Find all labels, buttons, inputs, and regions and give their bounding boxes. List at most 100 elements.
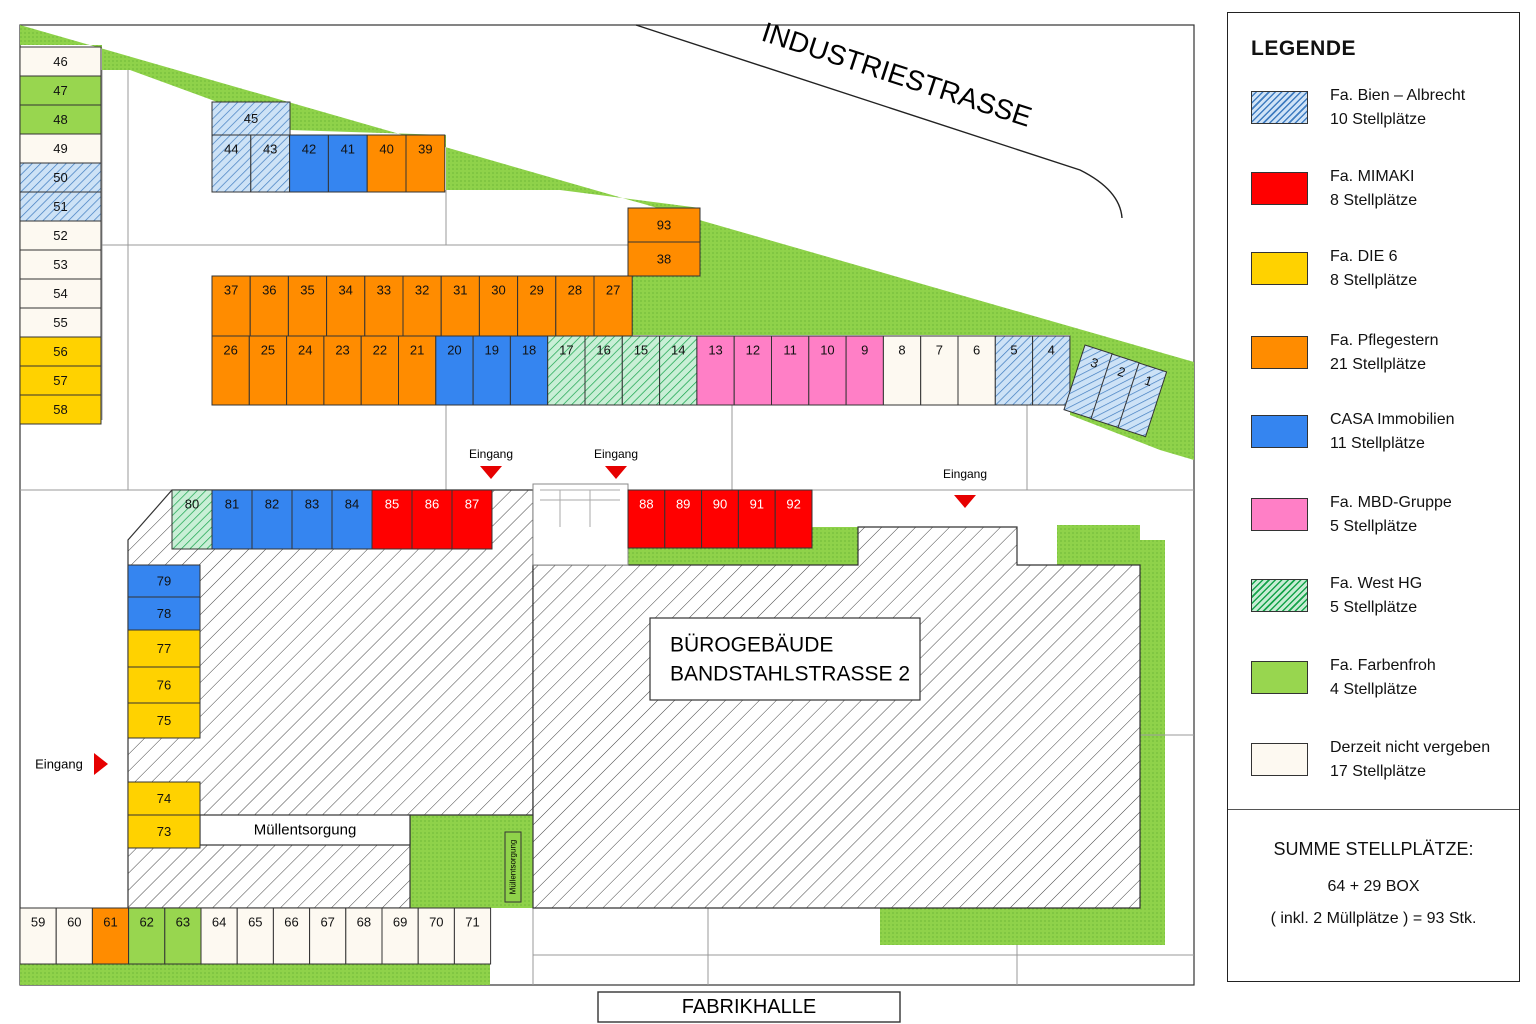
spot-box	[309, 907, 347, 965]
spot-number: 5	[1010, 343, 1017, 358]
parking-spot: 56	[19, 336, 102, 367]
spot-box	[19, 278, 102, 309]
spot-number: 16	[596, 343, 610, 358]
spot-number: 76	[157, 678, 171, 693]
parking-spot: 30	[478, 275, 519, 337]
spot-number: 23	[335, 343, 349, 358]
parking-spot: 54	[19, 278, 102, 309]
spot-box	[164, 907, 202, 965]
parking-spot: 43	[250, 134, 291, 193]
parking-spot: 62	[128, 907, 166, 965]
spot-number: 42	[302, 142, 316, 157]
entrance-2: Eingang	[594, 447, 638, 479]
spot-number: 66	[284, 915, 298, 930]
parking-spot: 86	[411, 489, 453, 550]
spot-number: 24	[298, 343, 312, 358]
spot-box	[440, 275, 480, 337]
parking-spot: 45	[211, 101, 291, 136]
parking-spot: 75	[127, 702, 201, 739]
parking-spot: 5	[994, 335, 1034, 406]
spot-number: 41	[341, 142, 355, 157]
spot-box	[272, 907, 311, 965]
spot-number: 83	[305, 497, 319, 512]
parking-spot: 39	[405, 134, 446, 193]
spot-number: 73	[157, 824, 171, 839]
entrance-label: Eingang	[35, 757, 83, 772]
spot-number: 89	[676, 497, 690, 512]
parking-spot: 35	[287, 275, 328, 337]
parking-spot: 65	[236, 907, 274, 965]
spot-number: 61	[103, 915, 117, 930]
spot-number: 86	[425, 497, 439, 512]
spot-box	[323, 335, 362, 406]
yellow-swatch	[1251, 252, 1308, 285]
spot-number: 40	[379, 142, 393, 157]
spot-box	[127, 781, 201, 816]
spot-number: 47	[53, 83, 67, 98]
spot-box	[19, 191, 102, 222]
parking-spot: 42	[289, 134, 329, 193]
legend-spot-count: 10 Stellplätze	[1330, 111, 1427, 128]
parking-spot: 19	[472, 335, 511, 406]
spot-number: 12	[746, 343, 760, 358]
entrance-3: Eingang	[943, 467, 987, 508]
entrance-arrow-icon	[480, 466, 502, 479]
parking-spot: 92	[774, 489, 813, 549]
building-main	[532, 526, 1141, 909]
parking-spot: 12	[733, 335, 773, 406]
spot-box	[200, 907, 238, 965]
spot-box	[127, 564, 201, 598]
spot-number: 8	[898, 343, 905, 358]
spot-number: 48	[53, 112, 67, 127]
spot-box	[248, 335, 288, 406]
spot-number: 10	[820, 343, 834, 358]
spot-number: 51	[53, 199, 67, 214]
spot-box	[287, 275, 328, 337]
spot-number: 13	[708, 343, 722, 358]
spot-box	[381, 907, 419, 965]
parking-spot: 71	[453, 907, 492, 965]
spot-box	[55, 907, 93, 965]
parking-spot: 32	[402, 275, 442, 337]
legend-spot-count: 4 Stellplätze	[1330, 681, 1418, 698]
spot-box	[737, 489, 776, 549]
legend-company-name: Fa. DIE 6	[1330, 248, 1398, 265]
spot-box	[882, 335, 922, 406]
parking-spot: 76	[127, 666, 201, 704]
spot-box	[774, 489, 813, 549]
parking-spot: 93	[627, 207, 701, 243]
parking-spot: 7	[920, 335, 959, 406]
spot-number: 50	[53, 170, 67, 185]
legend-company-name: Fa. Pflegestern	[1330, 332, 1439, 349]
waste-label: Müllentsorgung	[254, 822, 357, 839]
spot-number: 52	[53, 228, 67, 243]
grass-north	[20, 25, 1194, 460]
parking-spot: 22	[360, 335, 400, 406]
spot-number: 28	[568, 283, 582, 298]
spot-box	[211, 489, 253, 550]
spot-box	[211, 134, 252, 193]
spot-number: 34	[338, 283, 352, 298]
spot-number: 39	[418, 142, 432, 157]
spot-box	[1032, 335, 1071, 406]
spot-box	[472, 335, 511, 406]
spot-box	[402, 275, 442, 337]
spot-number: 2	[1116, 364, 1128, 381]
parking-spot: 78	[127, 596, 201, 631]
legend-company-name: Fa. West HG	[1330, 575, 1423, 592]
street-edge-line	[635, 24, 1123, 219]
spot-number: 80	[185, 497, 199, 512]
spot-number: 78	[157, 606, 171, 621]
spot-number: 21	[410, 343, 424, 358]
building-label-box	[649, 617, 921, 701]
cream-swatch	[1251, 743, 1308, 776]
spot-box	[19, 336, 102, 367]
spot-number: 49	[53, 141, 67, 156]
spot-box	[733, 335, 773, 406]
spot-box	[517, 275, 557, 337]
spot-number: 26	[223, 343, 237, 358]
